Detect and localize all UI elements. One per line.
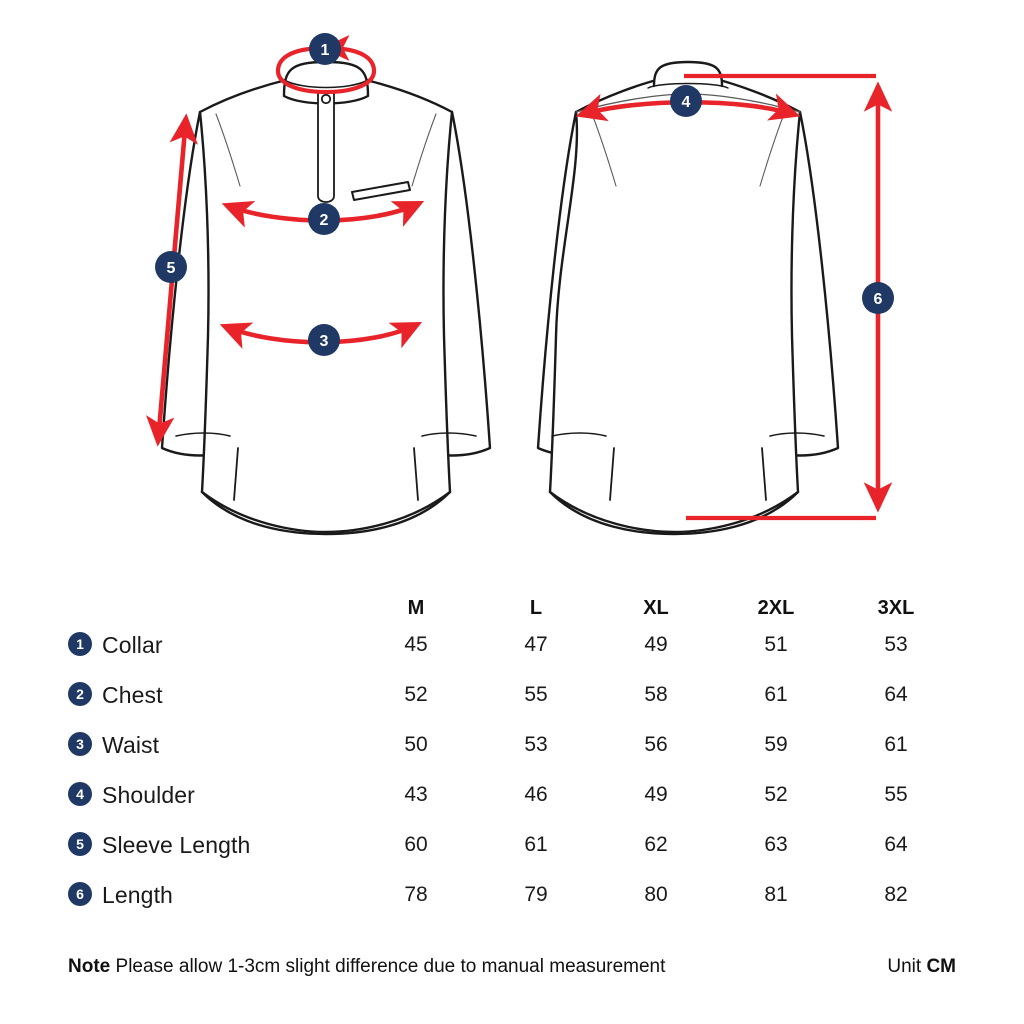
cell-waist-m: 50 [404,733,428,756]
table-row: 1 Collar 45 47 49 51 53 [68,620,956,670]
row-label-waist: 3 Waist [68,720,356,770]
row-badge-1: 1 [68,632,92,656]
row-label-text: Shoulder [102,781,195,808]
note-text: Please allow 1-3cm slight difference due… [115,956,666,977]
garment-illustration: 1 2 3 4 5 [146,33,894,536]
cell-collar-3xl: 53 [884,633,908,656]
illus-badge-1-label: 1 [321,42,330,59]
row-badge-2: 2 [68,682,92,706]
cell-collar-xl: 49 [644,633,668,656]
cell-shoulder-l: 46 [524,783,548,806]
cell-waist-2xl: 59 [764,733,788,756]
cell-shoulder-3xl: 55 [884,783,908,806]
table-row: 6 Length 78 79 80 81 82 [68,870,956,920]
table-row: 3 Waist 50 53 56 59 61 [68,720,956,770]
unit-value: CM [926,956,956,977]
illus-badge-6-label: 6 [874,291,883,308]
row-label-text: Length [102,881,173,908]
footer-note: Note Please allow 1-3cm slight differenc… [68,952,956,982]
shirt-front-view [160,60,492,536]
cell-chest-2xl: 61 [764,683,788,706]
cell-chest-m: 52 [404,683,428,706]
illus-badge-5: 5 [155,251,187,283]
illus-badge-4: 4 [670,85,702,117]
cell-shoulder-m: 43 [404,783,428,806]
cell-sleeve-3xl: 64 [884,833,908,856]
row-badge-4: 4 [68,782,92,806]
cell-collar-2xl: 51 [764,633,788,656]
illus-badge-2: 2 [308,203,340,235]
cell-sleeve-l: 61 [524,833,548,856]
cell-sleeve-m: 60 [404,833,428,856]
illustration-badges: 1 2 3 4 5 [155,33,894,356]
unit-label: Unit [887,956,922,977]
row-label-length: 6 Length [68,870,356,920]
cell-waist-3xl: 61 [884,733,908,756]
row-label-chest: 2 Chest [68,670,356,720]
size-table-header-row: M L XL 2XL 3XL [68,580,956,620]
cell-length-l: 79 [524,883,548,906]
size-table-head: M L XL 2XL 3XL [68,580,956,620]
measure-column-header [68,580,356,620]
cell-sleeve-2xl: 63 [764,833,788,856]
cell-shoulder-2xl: 52 [764,783,788,806]
cell-waist-l: 53 [524,733,548,756]
cell-waist-xl: 56 [644,733,668,756]
size-header-l: L [529,597,543,619]
cell-length-2xl: 81 [764,883,788,906]
size-header-xl: XL [643,597,669,619]
cell-length-xl: 80 [644,883,668,906]
unit-note: Unit CM [887,956,956,978]
note-label: Note [68,956,111,977]
row-label-text: Collar [102,631,163,658]
row-badge-3: 3 [68,732,92,756]
cell-sleeve-xl: 62 [644,833,668,856]
table-row: 4 Shoulder 43 46 49 52 55 [68,770,956,820]
cell-shoulder-xl: 49 [644,783,668,806]
illus-badge-3: 3 [308,324,340,356]
shirt-back-view [536,60,840,536]
cell-collar-m: 45 [404,633,428,656]
illus-badge-6: 6 [862,282,894,314]
illus-badge-4-label: 4 [682,94,691,111]
cell-chest-3xl: 64 [884,683,908,706]
table-row: 5 Sleeve Length 60 61 62 63 64 [68,820,956,870]
measurement-note: Note Please allow 1-3cm slight differenc… [68,956,665,978]
cell-chest-xl: 58 [644,683,668,706]
row-badge-6: 6 [68,882,92,906]
row-label-text: Chest [102,681,163,708]
cell-chest-l: 55 [524,683,548,706]
row-label-shoulder: 4 Shoulder [68,770,356,820]
row-label-sleeve-length: 5 Sleeve Length [68,820,356,870]
size-header-m: M [407,597,425,619]
row-label-text: Sleeve Length [102,831,251,858]
row-label-collar: 1 Collar [68,620,356,670]
cell-length-m: 78 [404,883,428,906]
size-header-3xl: 3XL [877,597,915,619]
row-badge-5: 5 [68,832,92,856]
illus-badge-5-label: 5 [167,260,176,277]
size-header-2xl: 2XL [757,597,795,619]
row-label-text: Waist [102,731,160,758]
illus-badge-3-label: 3 [320,333,329,350]
cell-collar-l: 47 [524,633,548,656]
illus-badge-2-label: 2 [320,212,329,229]
illus-badge-1: 1 [309,33,341,65]
cell-length-3xl: 82 [884,883,908,906]
measure-arrow-collar [275,34,377,95]
table-row: 2 Chest 52 55 58 61 64 [68,670,956,720]
